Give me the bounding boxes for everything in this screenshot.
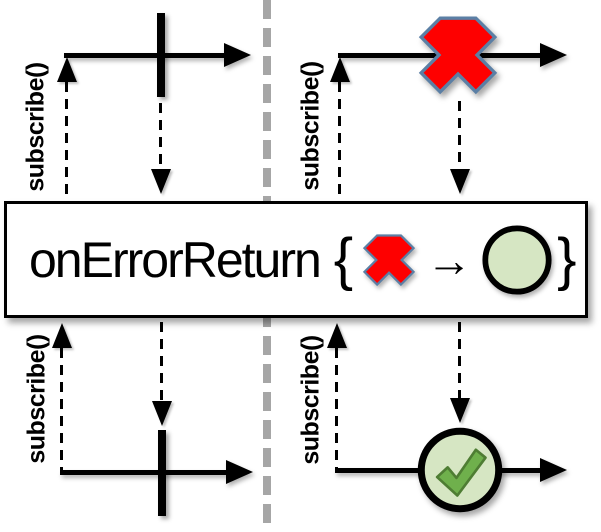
timeline-arrowhead-icon <box>540 43 567 67</box>
maps-to-arrow-icon: → <box>426 233 473 286</box>
timeline-arrowhead-icon <box>540 458 567 482</box>
emit-dashed-line <box>159 103 162 169</box>
subscribe-dashed-line <box>338 82 341 197</box>
emit-dashed-line <box>160 322 163 401</box>
complete-marker-icon <box>157 13 165 97</box>
timeline-arrowhead-icon <box>224 43 251 67</box>
open-brace: { <box>333 226 354 292</box>
result-marble-icon <box>482 224 552 295</box>
timeline <box>64 53 225 58</box>
subscribe-dashed-line <box>60 348 63 470</box>
subscribe-up-arrowhead-icon <box>57 57 77 82</box>
emit-dashed-line <box>458 101 461 169</box>
subscribe-label: subscribe() <box>296 335 325 465</box>
timeline <box>60 470 226 475</box>
subscribe-up-arrowhead-icon <box>52 323 72 348</box>
error-icon <box>363 233 416 286</box>
operator-box: onErrorReturn { → } <box>4 201 588 318</box>
complete-marker-icon <box>158 430 166 516</box>
subscribe-up-arrowhead-icon <box>330 57 350 82</box>
subscribe-label: subscribe() <box>22 334 51 464</box>
subscribe-label: subscribe() <box>296 61 325 191</box>
subscribe-label: subscribe() <box>21 62 50 192</box>
close-brace: } <box>557 226 577 292</box>
emit-down-arrowhead-icon <box>450 398 470 423</box>
operator-label: onErrorReturn <box>29 231 322 288</box>
emit-down-arrowhead-icon <box>151 169 171 194</box>
success-marble-icon <box>417 427 503 513</box>
subscribe-up-arrowhead-icon <box>327 323 347 348</box>
emit-down-arrowhead-icon <box>450 169 470 194</box>
emit-dashed-line <box>458 322 461 398</box>
error-icon <box>418 16 498 95</box>
timeline-arrowhead-icon <box>226 460 253 484</box>
subscribe-dashed-line <box>335 348 338 470</box>
emit-down-arrowhead-icon <box>152 401 172 426</box>
subscribe-dashed-line <box>65 82 68 197</box>
